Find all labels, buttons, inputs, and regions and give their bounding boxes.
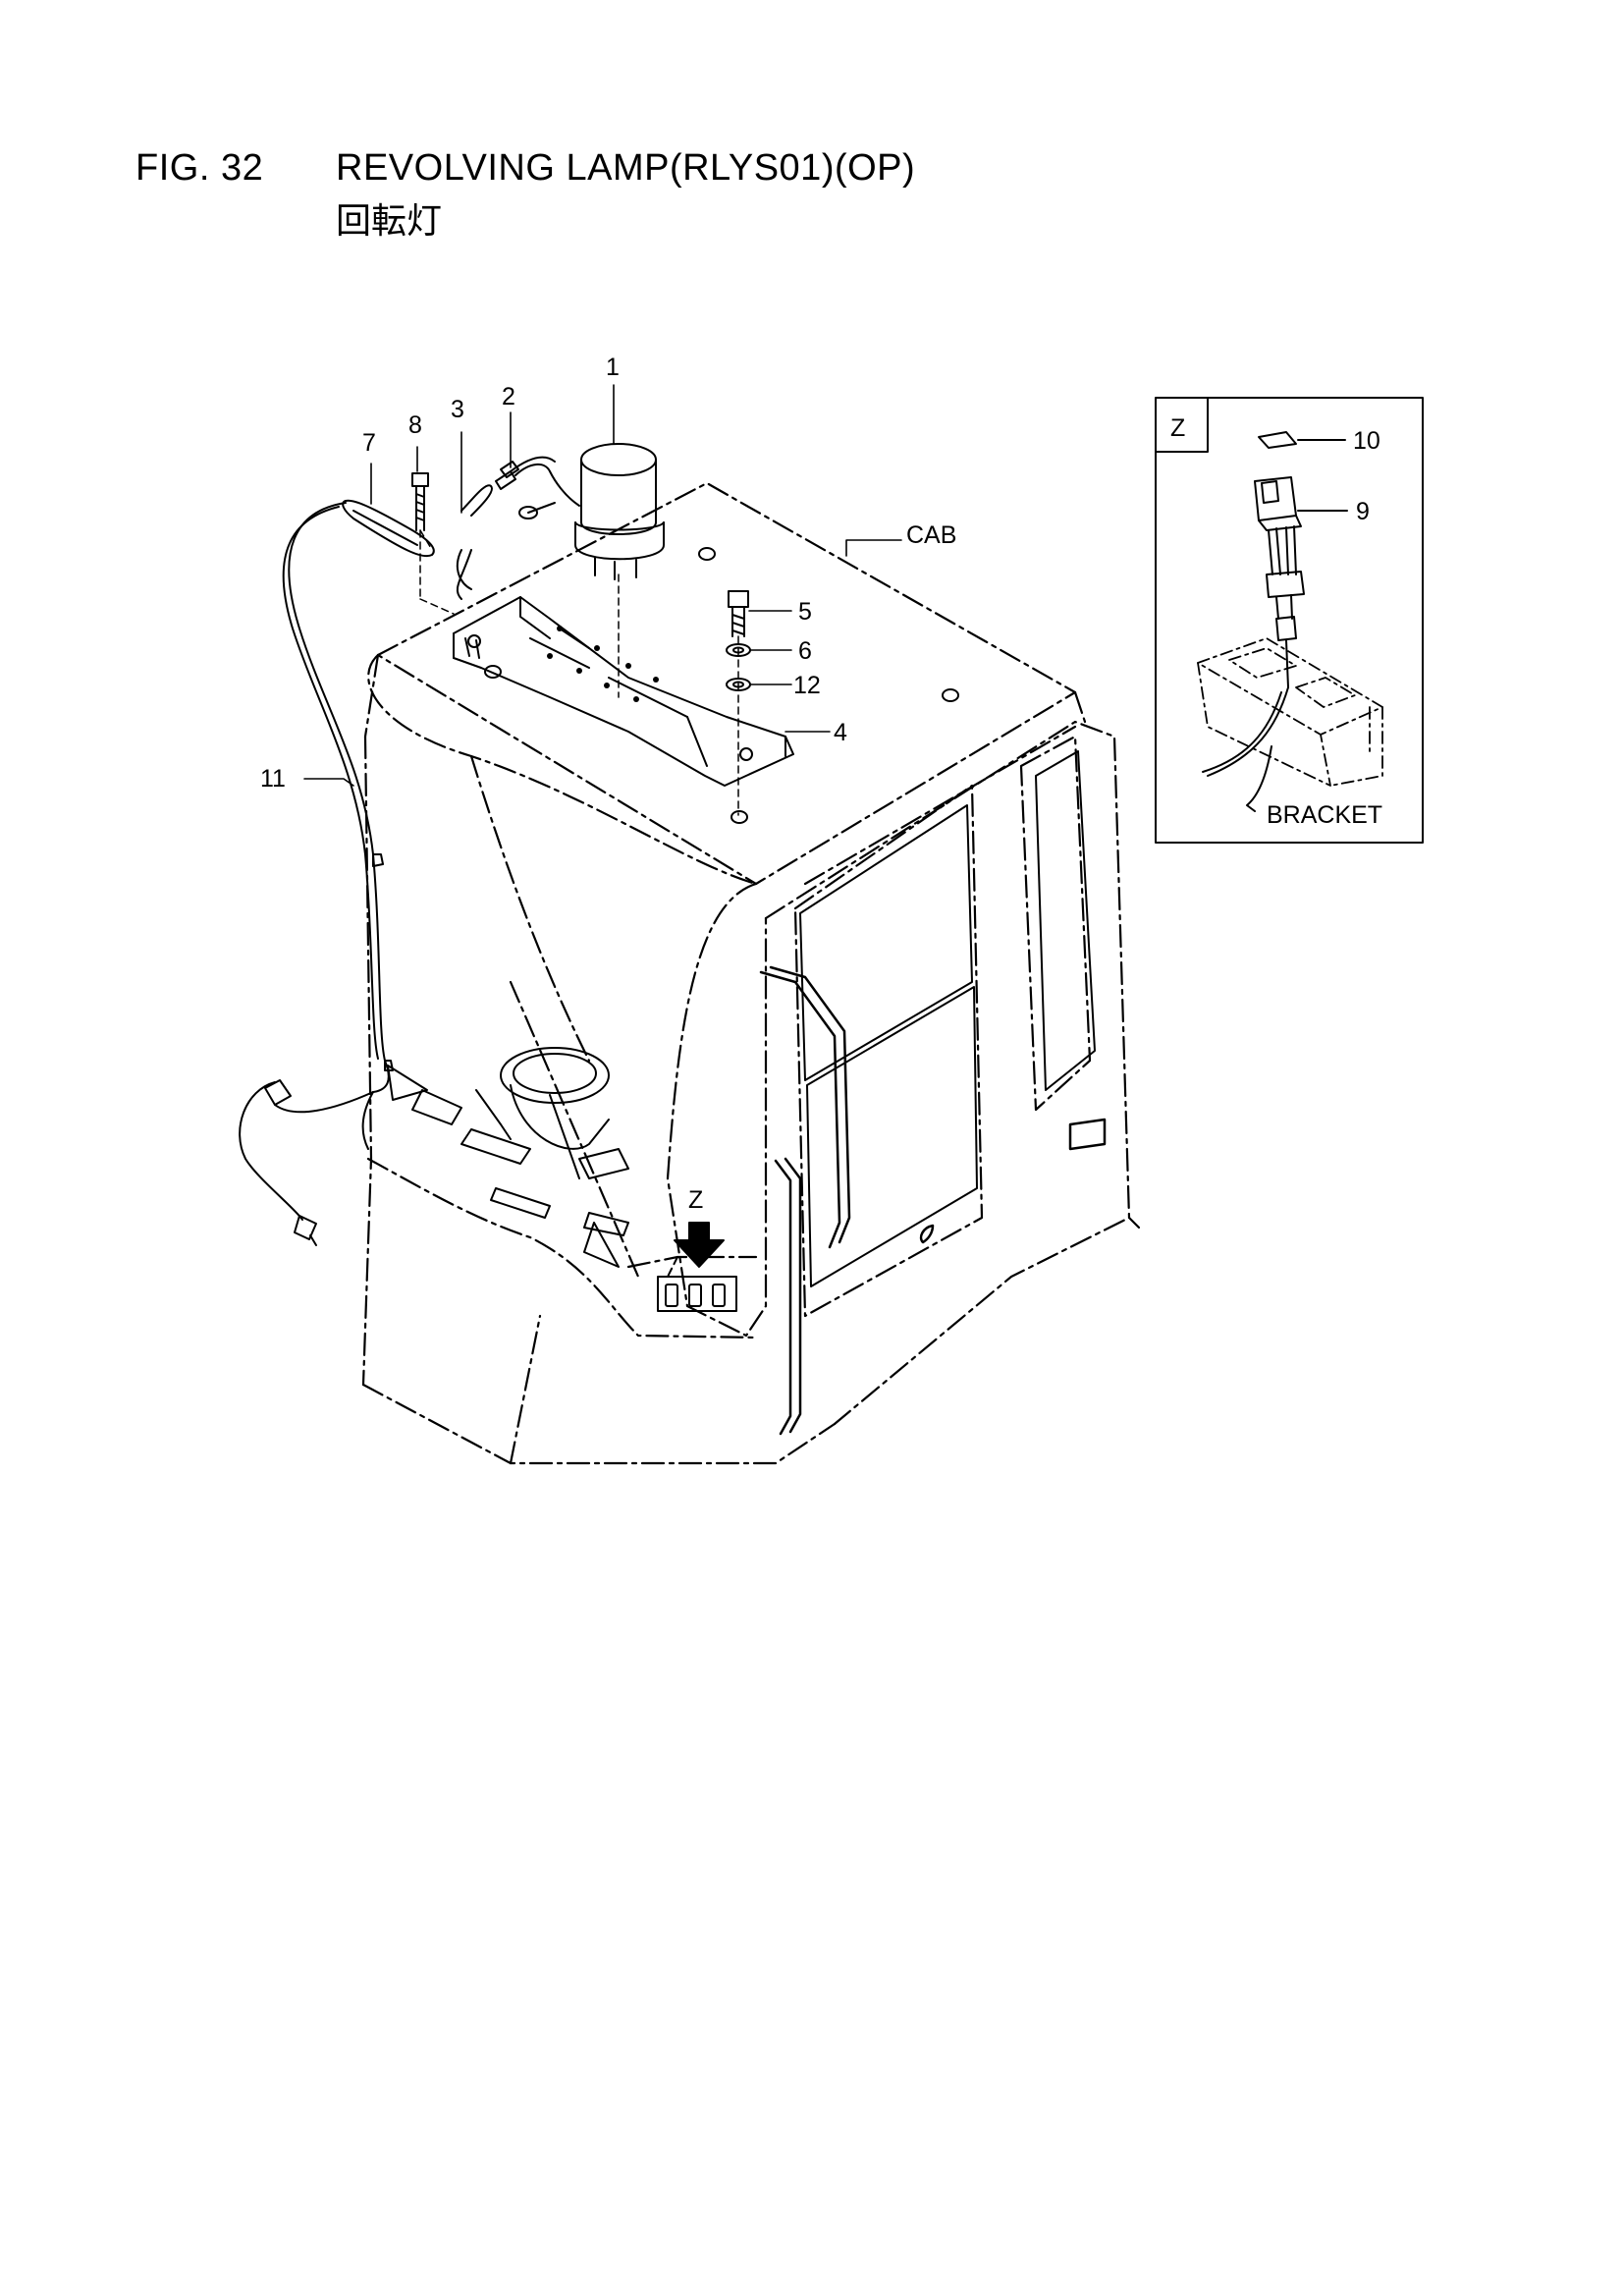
callout-10: 10 <box>1353 427 1380 455</box>
figure-number: FIG. 32 <box>135 147 264 189</box>
revolving-lamp <box>574 443 665 580</box>
mounting-bracket <box>453 596 794 787</box>
detail-view-frame <box>1155 397 1424 844</box>
switch-bracket-housing <box>1197 637 1383 787</box>
bracket-label: BRACKET <box>1267 801 1382 829</box>
figure-title: REVOLVING LAMP(RLYS01)(OP) <box>336 147 916 189</box>
roof-nuts <box>484 547 959 824</box>
callout-leaders <box>303 384 902 787</box>
callout-6: 6 <box>798 637 812 665</box>
callout-2: 2 <box>502 383 515 410</box>
switch-cap-10 <box>1258 431 1346 449</box>
rocker-switch-9 <box>1254 476 1348 688</box>
cab-outline <box>361 481 1141 1465</box>
harness-11 <box>239 502 394 1246</box>
callout-4: 4 <box>834 719 847 746</box>
view-arrow <box>674 1222 725 1268</box>
callout-8: 8 <box>408 411 422 439</box>
grab-handle <box>759 965 1107 1436</box>
callout-7: 7 <box>362 429 376 457</box>
switch-panel <box>657 1256 737 1312</box>
callout-3: 3 <box>451 396 464 423</box>
cable-clip-7 <box>342 499 435 558</box>
callout-9: 9 <box>1356 498 1370 525</box>
figure-title-japanese: 回転灯 <box>336 200 443 241</box>
view-marker-label: Z <box>688 1186 703 1214</box>
detail-view-label: Z <box>1170 414 1185 442</box>
callout-5: 5 <box>798 598 812 626</box>
bolt-5 <box>728 590 749 637</box>
bracket-holes <box>547 626 659 702</box>
callout-12: 12 <box>793 672 821 699</box>
door-window <box>799 750 1096 1287</box>
connector-2 <box>500 461 519 478</box>
cab-label: CAB <box>906 521 956 549</box>
steering-assembly <box>387 1047 629 1268</box>
callout-1: 1 <box>606 354 620 381</box>
assembly-centerlines <box>419 529 739 816</box>
bracket-wire <box>1202 686 1289 812</box>
bolt-8 <box>411 472 429 531</box>
lamp-harness <box>456 456 580 600</box>
callout-11: 11 <box>260 765 286 793</box>
